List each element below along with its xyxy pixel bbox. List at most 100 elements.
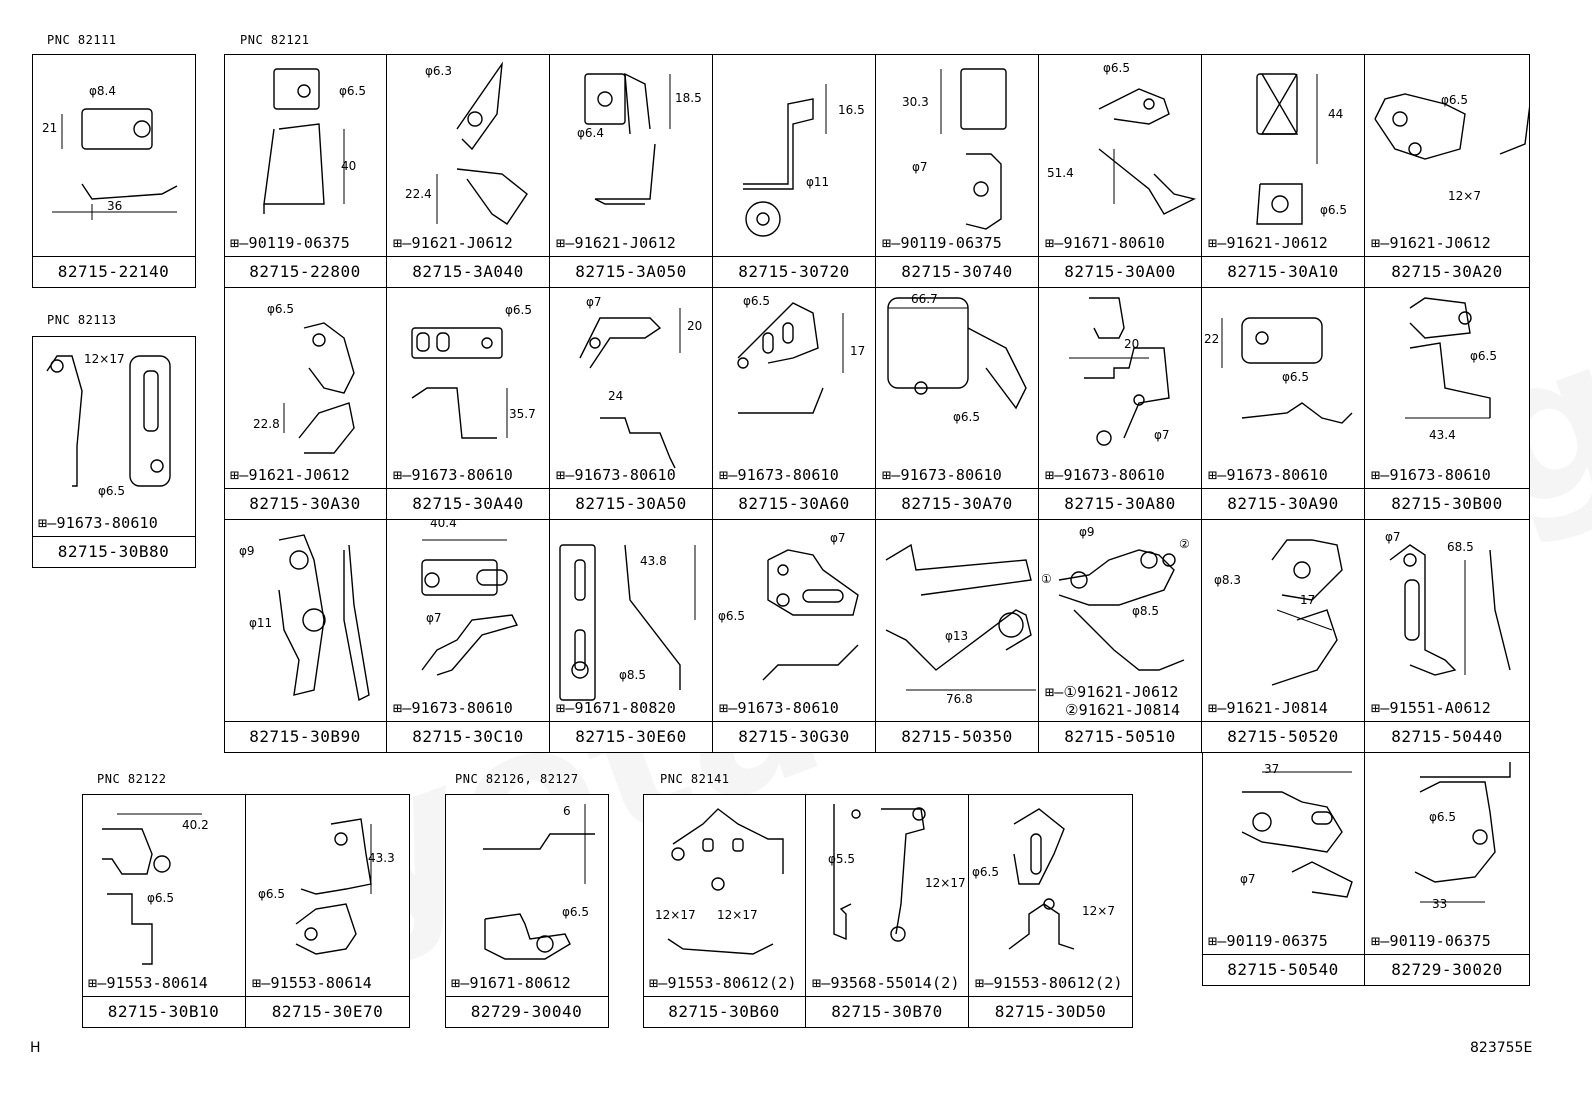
bolt-icon: ⊞— bbox=[1208, 932, 1227, 950]
part-number-label: 82729-30020 bbox=[1365, 954, 1529, 985]
part-number-label: 82715-30A60 bbox=[713, 488, 875, 519]
dimension-label: φ6.5 bbox=[1282, 370, 1309, 384]
bolt-part-number: ⊞—①91621-J0612 bbox=[1045, 683, 1179, 701]
bolt-part-number: ⊞—91553-80612(2) bbox=[649, 974, 797, 992]
dimension-label: φ7 bbox=[426, 611, 442, 625]
box-82715-22140 bbox=[32, 54, 196, 288]
bolt-part-number: ⊞—91621-J0612 bbox=[1371, 234, 1492, 252]
part-number-label: 82715-30A50 bbox=[550, 488, 712, 519]
part-number-label: 82715-30A30 bbox=[224, 488, 386, 519]
part-number-label: 82715-3A040 bbox=[387, 256, 549, 287]
dimension-label: φ6.5 bbox=[98, 484, 125, 498]
part-illustration bbox=[278, 534, 370, 702]
part-number-label: 82715-22800 bbox=[224, 256, 386, 287]
part-number-label: 82715-30B90 bbox=[224, 721, 386, 752]
part-illustration bbox=[940, 68, 1007, 230]
bolt-icon: ⊞— bbox=[1371, 234, 1390, 252]
bolt-part-number: ⊞—90119-06375 bbox=[230, 234, 351, 252]
dimension-label: φ6.5 bbox=[505, 303, 532, 317]
bolt-icon: ⊞— bbox=[556, 699, 575, 717]
pnc-82126-82127: PNC 82126, 82127 bbox=[455, 772, 579, 786]
bolt-part-number: ⊞—93568-55014(2) bbox=[812, 974, 960, 992]
bolt-part-number: ⊞—91671-80612 bbox=[451, 974, 572, 992]
part-number-label: 82715-50350 bbox=[876, 721, 1038, 752]
dimension-label: 22 bbox=[1204, 332, 1220, 346]
dimension-label: 43.3 bbox=[368, 851, 395, 865]
bolt-icon: ⊞— bbox=[719, 699, 738, 717]
dimension-label: 44 bbox=[1328, 107, 1344, 121]
bolt-icon: ⊞— bbox=[1371, 466, 1390, 484]
dimension-label: 51.4 bbox=[1047, 166, 1074, 180]
part-number-label: 82715-50510 bbox=[1039, 721, 1201, 752]
part-illustration bbox=[1098, 88, 1197, 215]
dimension-label: φ6.5 bbox=[743, 294, 770, 308]
bolt-icon: ⊞— bbox=[88, 974, 107, 992]
bolt-part-number: ⊞—91621-J0814 bbox=[1208, 699, 1329, 717]
part-number-label: 82715-30B70 bbox=[806, 996, 968, 1027]
bolt-icon: ⊞— bbox=[230, 234, 249, 252]
part-illustration bbox=[295, 818, 372, 955]
bolt-icon: ⊞— bbox=[451, 974, 470, 992]
dimension-label: φ6.5 bbox=[1103, 61, 1130, 75]
bolt-part-number: ⊞—91673-80610 bbox=[882, 466, 1003, 484]
bolt-icon: ⊞— bbox=[882, 466, 901, 484]
part-number-label: 82715-30A80 bbox=[1039, 488, 1201, 519]
part-illustration bbox=[559, 544, 696, 701]
dimension-label: 6 bbox=[563, 804, 571, 818]
dimension-label: 17 bbox=[1300, 593, 1316, 607]
bolt-part-number: ⊞—91553-80614 bbox=[252, 974, 373, 992]
dimension-label: φ8.3 bbox=[1214, 573, 1241, 587]
part-illustration bbox=[1069, 297, 1170, 446]
part-number-label: 82715-30G30 bbox=[713, 721, 875, 752]
part-number-label: 82715-30A90 bbox=[1202, 488, 1364, 519]
part-illustration bbox=[1008, 808, 1075, 950]
dimension-label: φ6.5 bbox=[1429, 810, 1456, 824]
corner-left-mark: H bbox=[30, 1040, 41, 1056]
pnc-82141: PNC 82141 bbox=[660, 772, 730, 786]
bolt-icon: ⊞— bbox=[1371, 699, 1390, 717]
part-number-label: 82715-30A20 bbox=[1365, 256, 1529, 287]
bolt-part-number: ⊞—91553-80612(2) bbox=[975, 974, 1123, 992]
dimension-label: 21 bbox=[42, 121, 58, 135]
dimension-label: 12×17 bbox=[925, 876, 966, 890]
illustration-code: 823755E bbox=[1470, 1040, 1533, 1056]
dimension-label: φ6.5 bbox=[1441, 93, 1468, 107]
dimension-label: φ6.5 bbox=[953, 410, 980, 424]
part-illustration bbox=[436, 61, 528, 225]
bolt-icon: ⊞— bbox=[1045, 234, 1064, 252]
